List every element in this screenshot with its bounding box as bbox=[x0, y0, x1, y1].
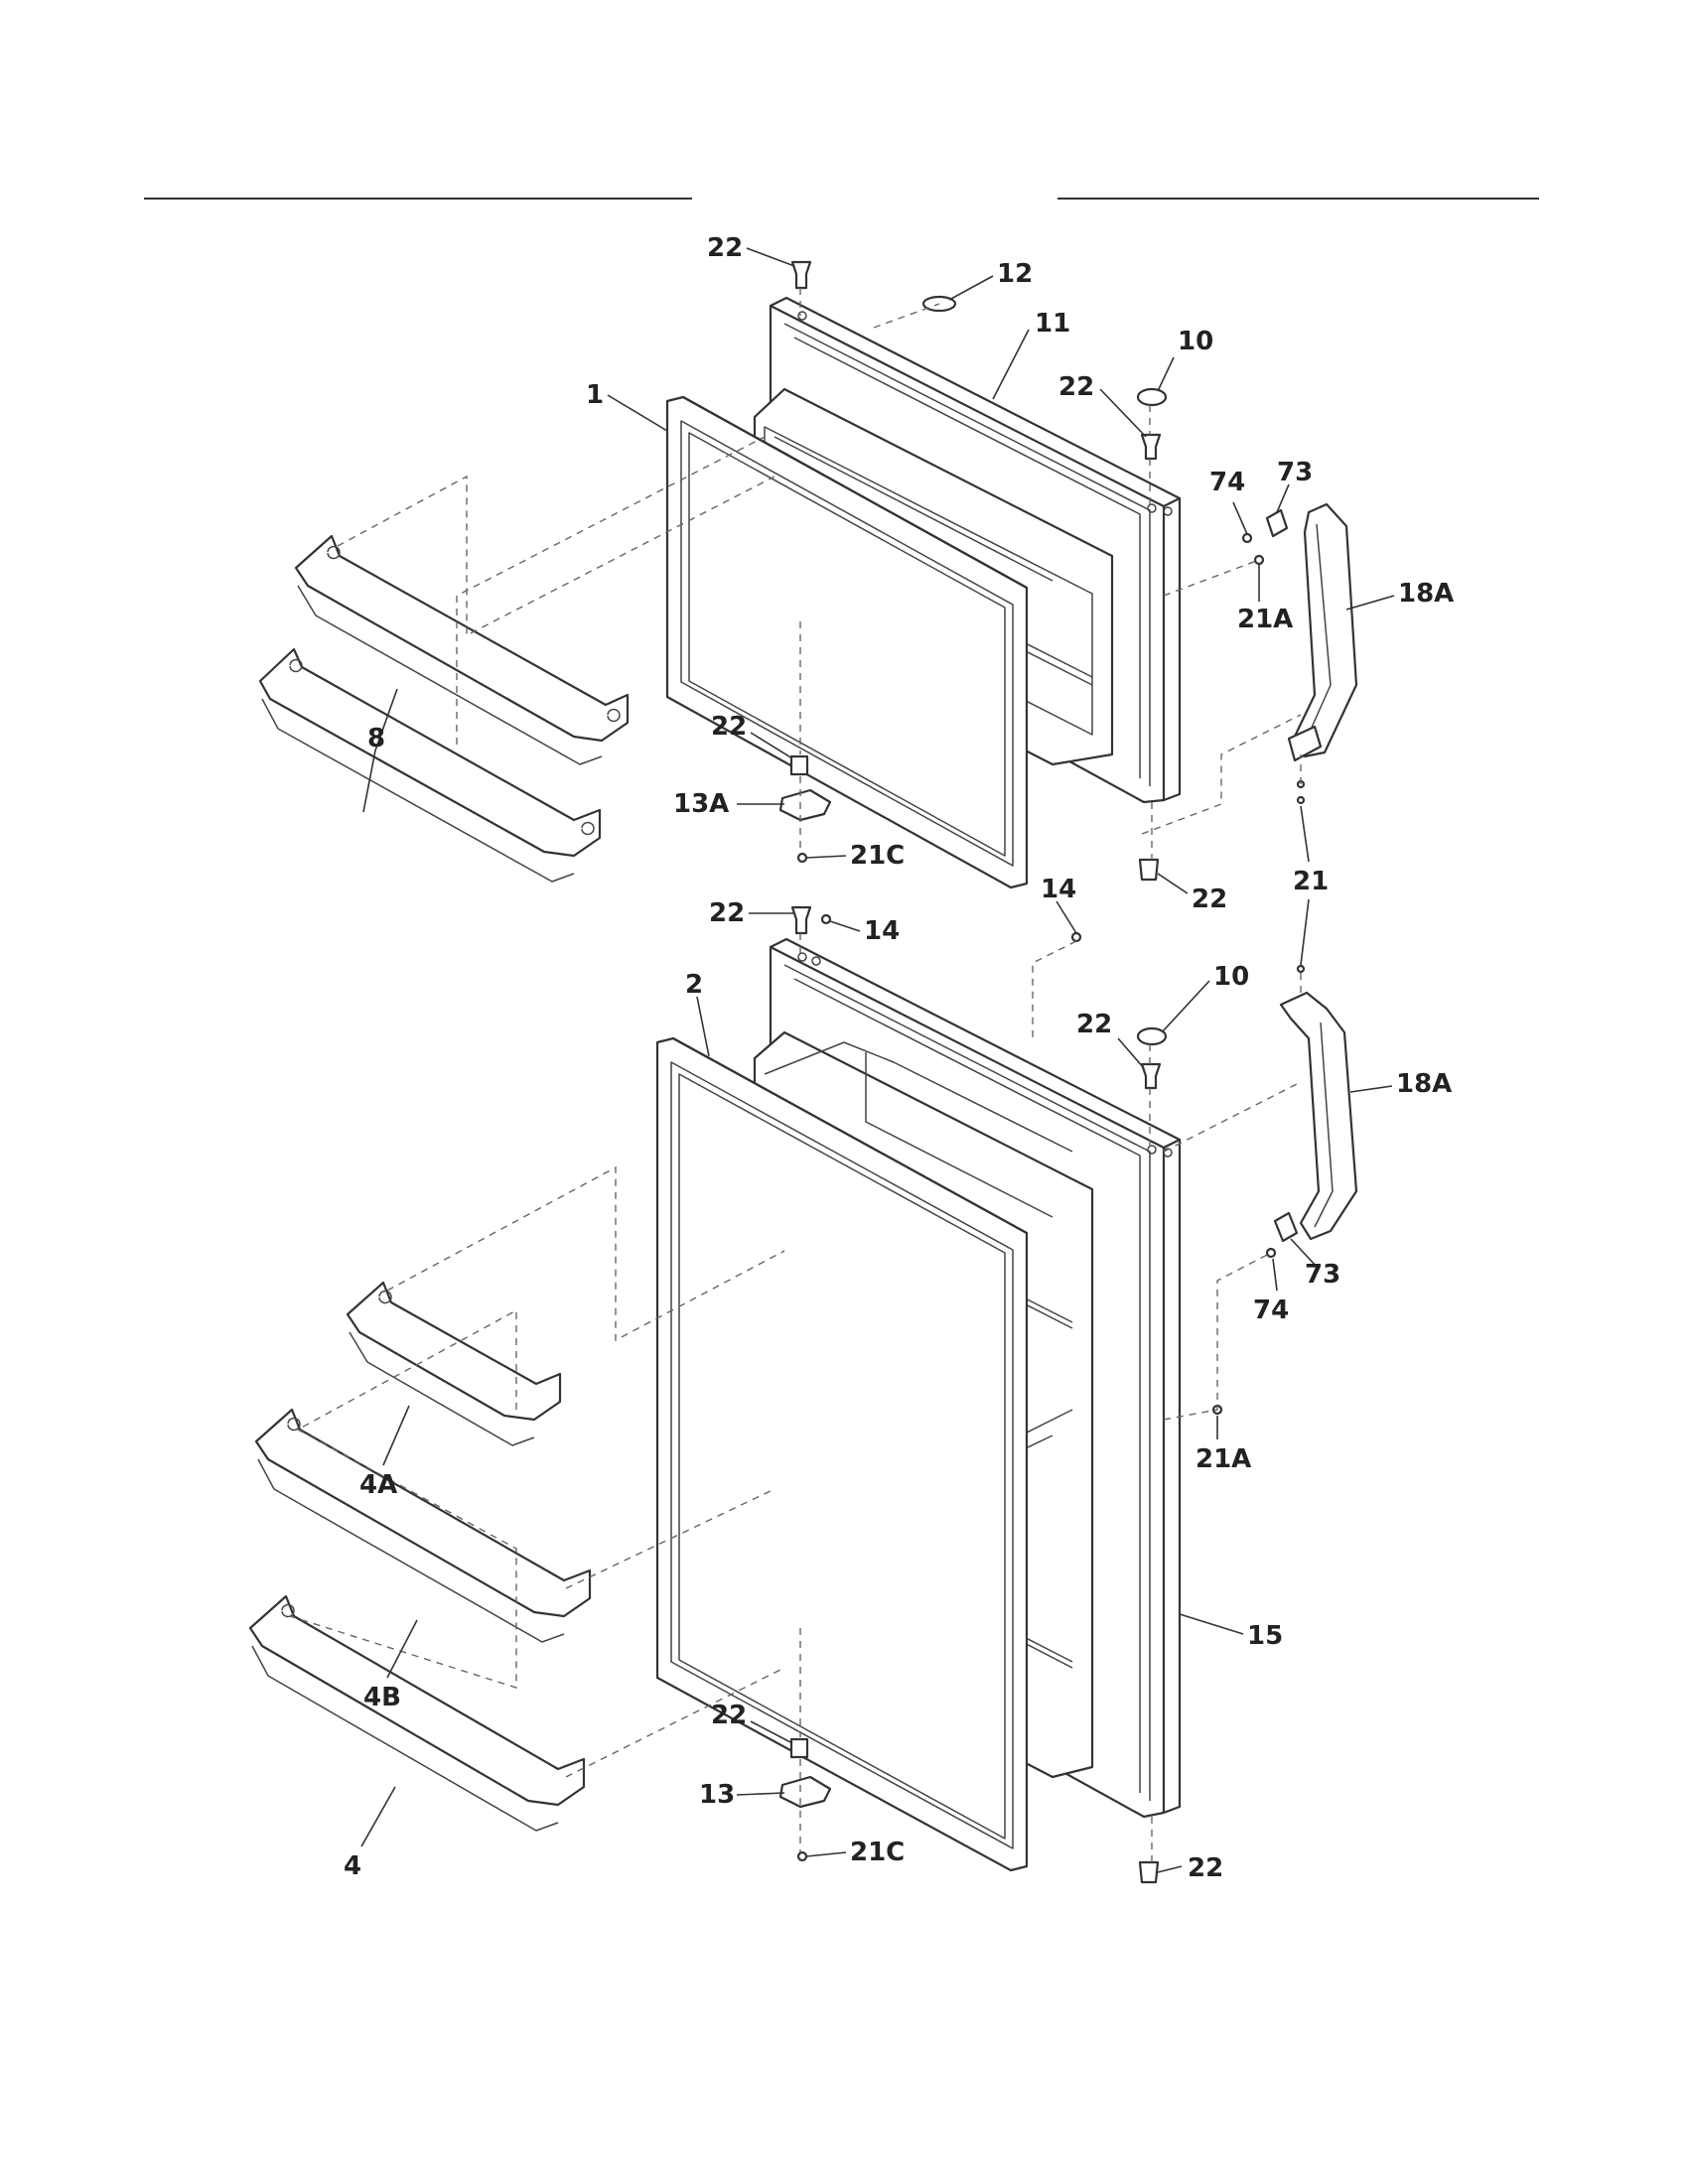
freezer-door-handle bbox=[1287, 502, 1358, 762]
fresh-food-bottom-right-hinge-pin bbox=[1138, 1860, 1160, 1884]
freezer-upper-right-hinge-pin bbox=[1140, 433, 1162, 461]
callout-18a-handle: 18A bbox=[1398, 579, 1454, 609]
shelf-4 bbox=[248, 1594, 586, 1807]
freezer-cover-cap bbox=[1136, 387, 1168, 407]
fresh-food-cover-cap bbox=[1136, 1026, 1168, 1046]
callout-4-shelf: 4 bbox=[344, 1851, 361, 1881]
callout-labels: 22 12 11 1 22 10 74 73 21A 18A 8 22 13A … bbox=[344, 233, 1454, 1883]
fresh-food-top-screw-b bbox=[1070, 931, 1082, 943]
freezer-handle-end-cap bbox=[1265, 508, 1289, 538]
callout-4b-shelf: 4B bbox=[363, 1683, 401, 1712]
callout-14-screw-a: 14 bbox=[864, 916, 900, 946]
freezer-top-hinge-pin bbox=[790, 260, 812, 290]
fresh-food-top-hinge-pin bbox=[790, 905, 812, 935]
callout-14-screw-b: 14 bbox=[1041, 875, 1076, 904]
freezer-bottom-hinge bbox=[778, 788, 832, 822]
freezer-bottom-right-hinge-pin bbox=[1138, 858, 1160, 882]
callout-22-fresh-bottom-pin: 22 bbox=[711, 1701, 747, 1730]
freezer-door-gasket bbox=[665, 395, 1029, 889]
freezer-handle-screw-74 bbox=[1241, 532, 1253, 544]
callout-74-fresh-screw: 74 bbox=[1253, 1296, 1289, 1325]
callout-22-fresh-upper-right-pin: 22 bbox=[1076, 1010, 1112, 1039]
callout-10-fresh-cover-cap: 10 bbox=[1213, 962, 1249, 992]
freezer-bottom-hinge-pin bbox=[789, 754, 809, 776]
freezer-assembly-lines bbox=[337, 288, 1302, 860]
callout-21-handle-screws: 21 bbox=[1293, 867, 1329, 896]
callout-74-screw: 74 bbox=[1209, 468, 1245, 497]
callout-22-bottom-hinge-pin: 22 bbox=[711, 712, 747, 742]
callout-21a-handle-screw: 21A bbox=[1237, 605, 1293, 634]
callout-2-gasket: 2 bbox=[685, 970, 703, 1000]
callout-22-fresh-top-pin: 22 bbox=[709, 898, 745, 928]
fresh-food-door-gasket bbox=[655, 1036, 1029, 1872]
shelf-4a bbox=[346, 1281, 562, 1422]
callout-15-outer-panel: 15 bbox=[1247, 1621, 1283, 1651]
freezer-handle-screw-21a bbox=[1253, 554, 1265, 566]
callout-10-cover-cap: 10 bbox=[1178, 327, 1213, 356]
callout-8-shelves: 8 bbox=[367, 724, 385, 753]
callout-73-end-cap: 73 bbox=[1277, 458, 1313, 487]
callout-21c-hinge-screw: 21C bbox=[850, 841, 905, 871]
callout-4a-shelf: 4A bbox=[359, 1470, 397, 1500]
freezer-hinge-screw bbox=[796, 852, 808, 864]
callout-18a-fresh-handle: 18A bbox=[1396, 1069, 1452, 1099]
fresh-food-door-assembly bbox=[248, 905, 1358, 1884]
callout-21c-fresh-hinge-screw: 21C bbox=[850, 1838, 905, 1867]
freezer-handle-screws-21-b bbox=[1296, 795, 1306, 805]
fresh-food-door-handle bbox=[1279, 991, 1358, 1241]
callout-22-bottom-right-pin: 22 bbox=[1192, 885, 1227, 914]
callout-21a-fresh-handle-screw: 21A bbox=[1196, 1444, 1251, 1474]
callout-12-plug-button: 12 bbox=[997, 259, 1033, 289]
fresh-food-bottom-hinge-pin bbox=[789, 1737, 809, 1759]
shelf-4b bbox=[254, 1408, 592, 1618]
callout-73-fresh-end-cap: 73 bbox=[1305, 1260, 1340, 1290]
fresh-food-top-screw-a bbox=[820, 913, 832, 925]
callout-22-upper-right-pin: 22 bbox=[1058, 372, 1094, 402]
callout-13-fresh-bottom-hinge: 13 bbox=[699, 1780, 735, 1810]
callout-1-gasket: 1 bbox=[586, 380, 604, 410]
fresh-food-hinge-screw bbox=[796, 1850, 808, 1862]
fresh-food-handle-screw-74 bbox=[1265, 1247, 1277, 1259]
callout-leaders bbox=[360, 247, 1395, 1873]
fresh-food-handle-screw-top bbox=[1296, 964, 1306, 974]
fresh-food-upper-right-hinge-pin bbox=[1140, 1062, 1162, 1090]
callout-22-fresh-bottom-right-pin: 22 bbox=[1188, 1853, 1223, 1883]
callout-13a-bottom-hinge: 13A bbox=[673, 789, 729, 819]
freezer-door-shelves bbox=[258, 534, 630, 883]
callout-22-top-hinge-pin: 22 bbox=[707, 233, 743, 263]
freezer-door-assembly bbox=[258, 260, 1358, 889]
fresh-food-bottom-hinge bbox=[778, 1775, 832, 1809]
callout-11-outer-panel: 11 bbox=[1035, 309, 1070, 339]
fresh-food-assembly-lines bbox=[289, 933, 1302, 1862]
fresh-food-handle-end-cap bbox=[1273, 1211, 1299, 1243]
fresh-food-door-shelves bbox=[248, 1281, 592, 1832]
